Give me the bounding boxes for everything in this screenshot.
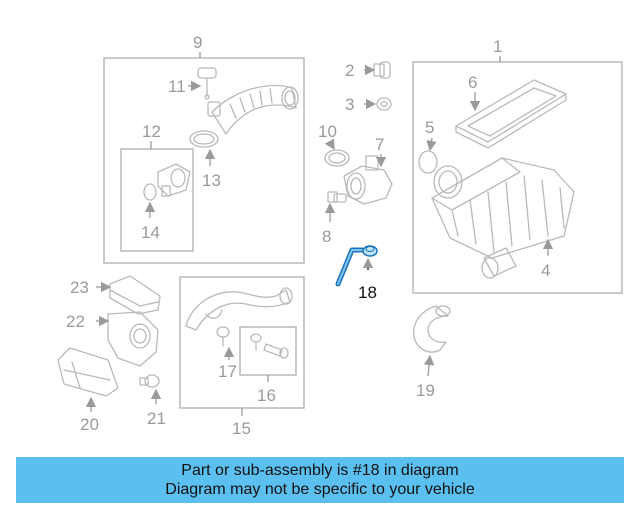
banner-line-1: Part or sub-assembly is #18 in diagram (181, 462, 459, 479)
intake-duct-upper[interactable] (207, 84, 299, 135)
callout-21[interactable]: 21 (147, 409, 166, 428)
callout-20[interactable]: 20 (80, 415, 99, 434)
part-5-seal[interactable] (418, 150, 438, 174)
callout-3[interactable]: 3 (345, 95, 354, 114)
parts-diagram: 9 11 13 12 14 2 (57, 33, 623, 438)
part-20-bracket[interactable] (57, 347, 119, 397)
part-21-bolt[interactable] (139, 374, 160, 388)
callout-9[interactable]: 9 (193, 33, 202, 52)
part-7-maf-sensor[interactable] (343, 155, 393, 205)
callout-18[interactable]: 18 (358, 283, 377, 302)
part-3-washer[interactable] (376, 97, 392, 111)
part-22-resonator[interactable] (107, 311, 159, 367)
callout-8[interactable]: 8 (322, 227, 331, 246)
callout-23[interactable]: 23 (70, 278, 89, 297)
callout-22[interactable]: 22 (66, 312, 85, 331)
callout-11[interactable]: 11 (168, 77, 186, 96)
banner-line-2: Diagram may not be specific to your vehi… (165, 481, 475, 498)
part-4-air-cleaner-housing[interactable] (431, 157, 575, 279)
callout-17[interactable]: 17 (218, 362, 237, 381)
part-12-sensor-housing[interactable] (157, 163, 191, 197)
info-banner: Part or sub-assembly is #18 in diagram D… (16, 457, 624, 503)
group-box-1 (412, 61, 623, 294)
callout-16[interactable]: 16 (257, 386, 276, 405)
part-19-intake-hose[interactable] (413, 305, 451, 353)
callout-19[interactable]: 19 (416, 381, 435, 400)
part-23-cover[interactable] (109, 275, 161, 315)
part-2-bolt[interactable] (373, 61, 391, 79)
part-17-bolt[interactable] (216, 326, 230, 347)
part-18-breather-hose[interactable] (335, 245, 378, 287)
part-6-air-filter[interactable] (455, 79, 567, 149)
callout-7[interactable]: 7 (375, 135, 384, 154)
group-box-15 (179, 276, 305, 409)
callout-6[interactable]: 6 (468, 73, 477, 92)
part-8-bolt[interactable] (327, 191, 347, 203)
group-box-9 (103, 57, 305, 264)
callout-2[interactable]: 2 (345, 61, 354, 80)
part-10-clamp[interactable] (324, 149, 350, 167)
callout-5[interactable]: 5 (425, 118, 434, 137)
callout-13[interactable]: 13 (202, 171, 221, 190)
callout-15[interactable]: 15 (232, 419, 251, 438)
part-11-clip[interactable] (197, 67, 217, 100)
callout-4[interactable]: 4 (541, 261, 550, 280)
part-13-clamp[interactable] (189, 130, 219, 148)
callout-1[interactable]: 1 (493, 37, 502, 56)
part-14-o-ring[interactable] (143, 183, 157, 201)
callout-10[interactable]: 10 (318, 122, 337, 141)
callout-12[interactable]: 12 (142, 122, 161, 141)
part-15-duct[interactable] (185, 287, 293, 331)
callout-14[interactable]: 14 (141, 223, 160, 242)
part-16-bolts[interactable] (250, 333, 289, 359)
group-box-12 (120, 148, 194, 252)
